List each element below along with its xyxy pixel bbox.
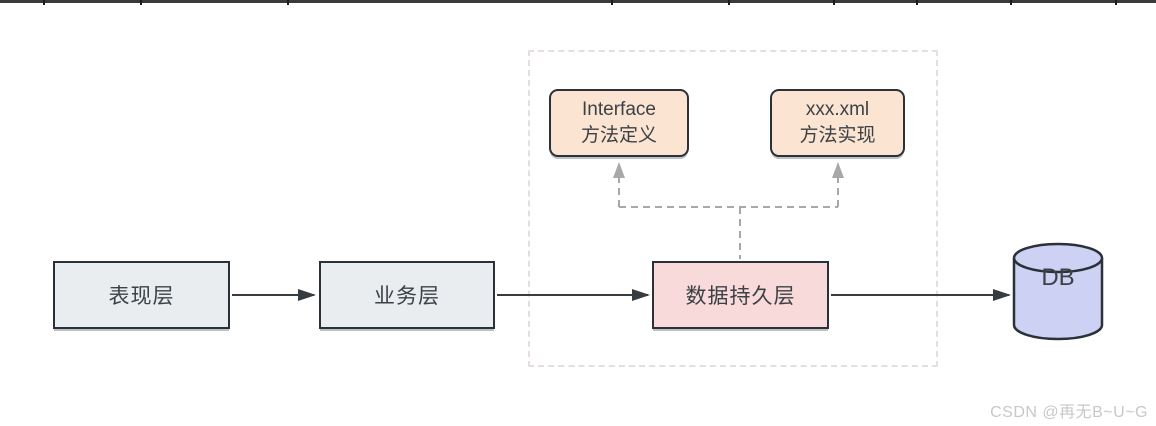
- toolbar-tick: [1010, 0, 1012, 5]
- persistence-layer-label: 数据持久层: [685, 285, 796, 308]
- persistence-layer-box: 数据持久层: [652, 261, 829, 329]
- mapper-group-container: [528, 50, 938, 367]
- interface-box-line2: 方法定义: [580, 125, 657, 146]
- business-layer-label: 业务层: [374, 285, 440, 308]
- presentation-layer-label: 表现层: [108, 285, 175, 308]
- toolbar-tick: [1115, 0, 1117, 5]
- toolbar-tick: [287, 0, 289, 5]
- browser-toolbar-edge: [0, 0, 1156, 5]
- toolbar-tick: [728, 0, 730, 5]
- watermark-text: CSDN @再无B~U~G: [990, 404, 1148, 421]
- toolbar-tick: [43, 0, 45, 5]
- business-layer-box: 业务层: [319, 261, 495, 329]
- xml-box-line2: 方法实现: [799, 125, 876, 146]
- xml-box-line1: xxx.xml: [805, 99, 870, 121]
- toolbar-tick: [611, 0, 613, 5]
- presentation-layer-box: 表现层: [53, 261, 230, 329]
- interface-definition-box: Interface 方法定义: [549, 89, 689, 157]
- toolbar-tick: [916, 0, 918, 5]
- xml-implementation-box: xxx.xml 方法实现: [770, 89, 905, 157]
- toolbar-tick: [833, 0, 835, 5]
- interface-box-line1: Interface: [582, 99, 656, 121]
- toolbar-tick: [140, 0, 142, 5]
- database-label: DB: [1041, 264, 1075, 291]
